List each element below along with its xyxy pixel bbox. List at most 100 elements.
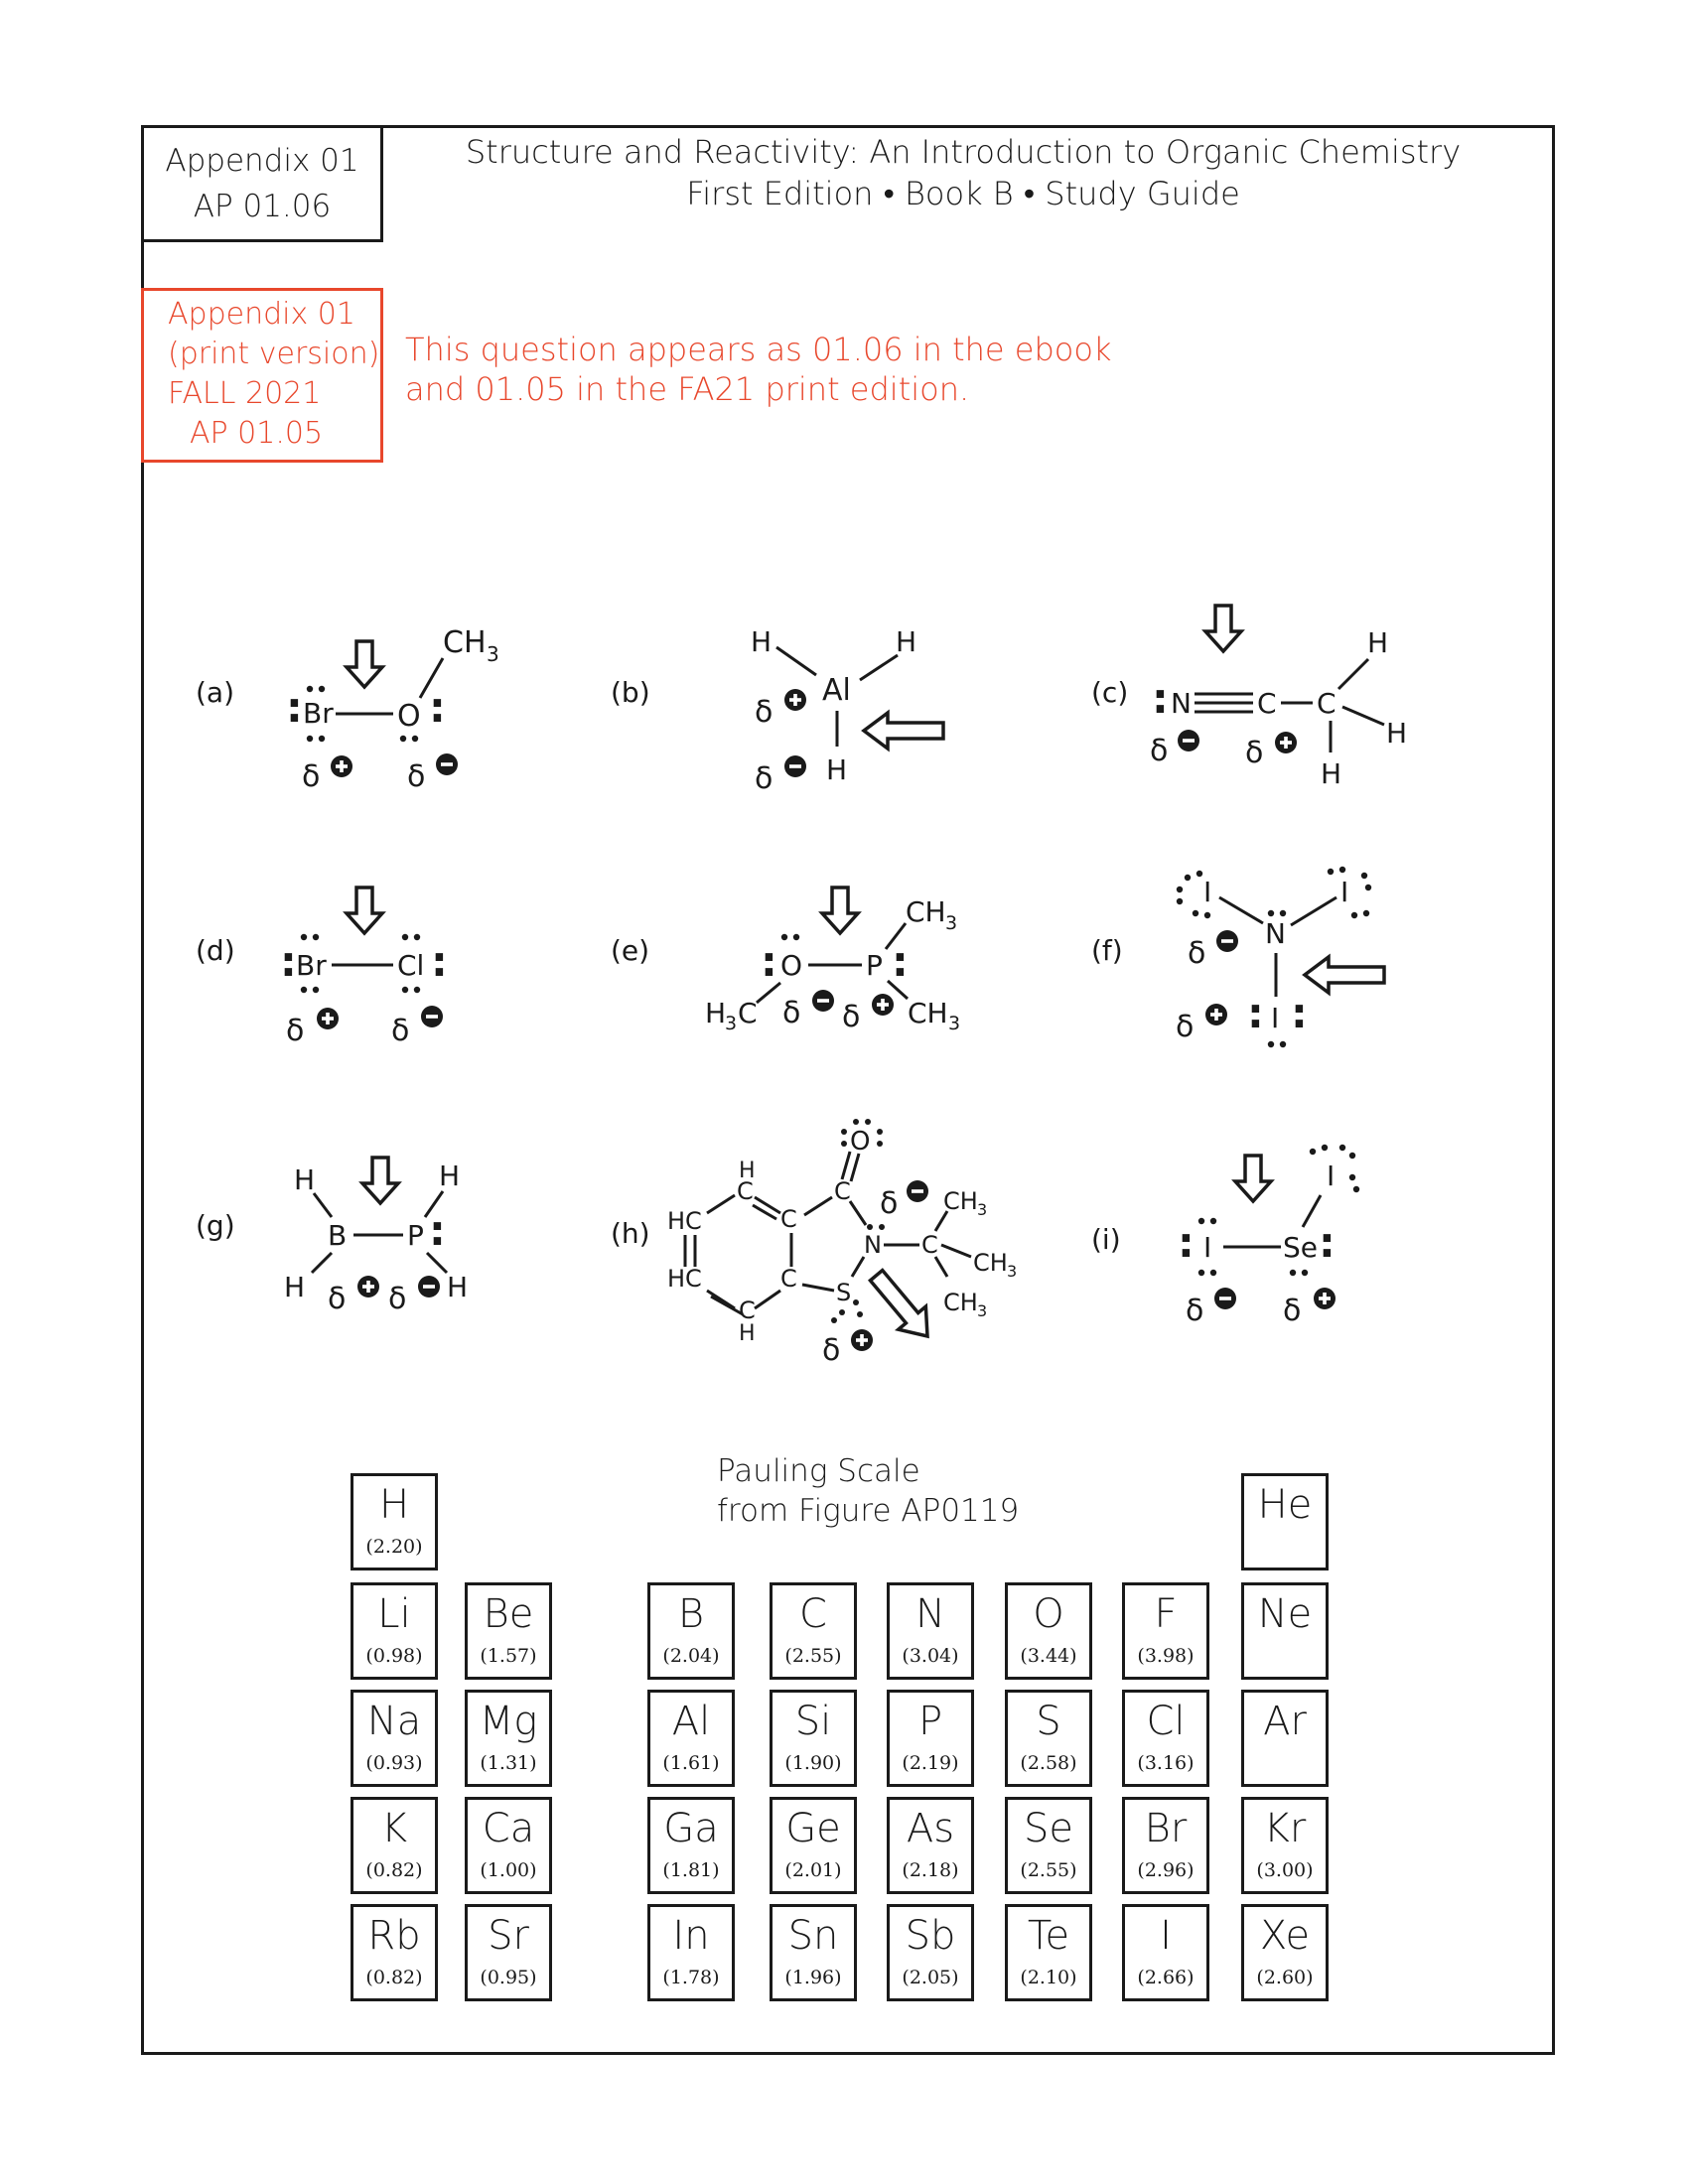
electronegativity-value: (0.82) [365,1967,423,1988]
atom-c: C [834,1177,851,1205]
pauling-line1: Pauling Scale [717,1453,920,1489]
arrow-down-icon [1233,1154,1273,1203]
label-i: (i) [1091,1223,1121,1256]
electronegativity-value: (2.96) [1137,1859,1195,1881]
atom-n: N [864,1231,882,1259]
problem-g: (g) H B H P : H H δ δ [196,1156,468,1316]
lone-pair: : [429,1206,446,1255]
group-hc: HC [667,1265,702,1293]
element-cell: I(2.66) [1122,1904,1209,2001]
atom-c: C [780,1205,797,1233]
delta-symbol: δ [880,1186,898,1221]
problem-i: (i) : I Se : I δ δ [1091,1144,1360,1328]
atom-h: H [896,625,916,658]
atom-i: I [1271,1002,1279,1034]
lone-pair: : [1178,1218,1195,1267]
element-symbol: Be [483,1591,534,1637]
element-symbol: Sb [905,1913,956,1959]
problem-e: (e) : O P : CH 3 CH 3 H 3 C δ δ [611,886,960,1034]
electronegativity-value: (2.20) [365,1536,423,1558]
atom-c: C [739,1297,756,1324]
atom-p: P [866,949,883,982]
element-cell: K(0.82) [351,1797,438,1894]
delta-symbol: δ [1150,734,1168,768]
minus-charge-icon [1178,730,1199,751]
element-cell: Br(2.96) [1122,1797,1209,1894]
electronegativity-value: (2.19) [902,1752,959,1774]
atom-b: B [328,1219,347,1252]
print-box-line1: Appendix 01 [168,297,355,332]
electronegativity-value: (2.58) [1020,1752,1077,1774]
molecule-diagrams: (a) : Br O : CH 3 δ δ (b) H H Al H δ δ (… [196,604,1407,1368]
element-symbol: Mg [479,1699,538,1744]
element-symbol: Ne [1257,1591,1313,1637]
delta-symbol: δ [842,1000,860,1034]
electronegativity-value: (2.10) [1020,1967,1077,1988]
arrow-down-icon [820,886,860,935]
group-hc: HC [667,1207,702,1235]
element-symbol: Li [377,1591,411,1637]
label-h: (h) [611,1217,650,1250]
element-symbol: Se [1024,1806,1073,1851]
electronegativity-value: (2.18) [902,1859,959,1881]
atom-i: I [1203,876,1211,908]
element-cell: Te (2.10) [1005,1904,1092,2001]
element-cell: He [1241,1473,1329,1570]
label-a: (a) [196,676,234,709]
group-ch3: CH [908,997,948,1029]
element-symbol: As [906,1806,955,1851]
lone-pair: : [280,937,297,986]
arrow-down-icon [345,639,384,689]
problem-h: (h) H C HC HC C H C C C O N S [611,1119,1017,1368]
subscript-3: 3 [945,912,957,934]
element-symbol: Xe [1259,1913,1311,1959]
lone-pair: : [761,937,777,986]
atom-n: N [1171,687,1192,720]
element-cell: Na(0.93) [351,1690,438,1787]
element-cell: Sb (2.05) [887,1904,974,2001]
delta-symbol: δ [755,761,773,796]
lone-pair: : [431,937,448,986]
element-symbol: Ga [663,1806,719,1851]
electronegativity-value: (1.61) [662,1752,720,1774]
electronegativity-value: (3.00) [1256,1859,1314,1881]
delta-symbol: δ [388,1282,406,1316]
electronegativity-value: (2.05) [902,1967,959,1988]
page-frame [141,125,1555,2055]
delta-symbol: δ [391,1014,409,1048]
element-cell: Ga(1.81) [647,1797,735,1894]
electronegativity-value: (0.82) [365,1859,423,1881]
atom-c: C [780,1265,797,1293]
atom-h: H [739,1159,756,1183]
element-cell: Cl(3.16) [1122,1690,1209,1787]
group-ch3: CH [943,1289,978,1316]
atom-c: C [1317,687,1336,720]
element-symbol: C [799,1591,827,1637]
element-symbol: H [378,1482,410,1528]
label-d: (d) [196,934,235,967]
atom-h: H [447,1271,468,1303]
element-symbol: Cl [1146,1699,1186,1744]
subscript-3: 3 [725,1013,737,1034]
minus-charge-icon [436,753,458,775]
plus-charge-icon [1314,1288,1336,1309]
appendix-number: AP 01.06 [193,189,332,224]
atom-i: I [1340,876,1348,908]
atom-c: C [737,1177,754,1205]
subscript-3: 3 [487,642,499,666]
minus-charge-icon [418,1276,440,1297]
delta-symbol: δ [1176,1010,1194,1044]
atom-br: Br [303,697,334,730]
element-cell: S(2.58) [1005,1690,1092,1787]
delta-symbol: δ [1245,736,1263,770]
book-title: Structure and Reactivity: An Introductio… [465,133,1462,171]
element-symbol: Te [1027,1913,1070,1959]
arrow-down-icon [345,886,384,935]
element-cell: Se(2.55) [1005,1797,1092,1894]
group-ch3: CH [943,1187,978,1215]
element-cell: Be(1.57) [465,1582,552,1680]
edition-note-line1: This question appears as 01.06 in the eb… [405,331,1112,368]
element-symbol: F [1154,1591,1178,1637]
atom-h: H [826,753,847,786]
element-cell: Ar [1241,1690,1329,1787]
